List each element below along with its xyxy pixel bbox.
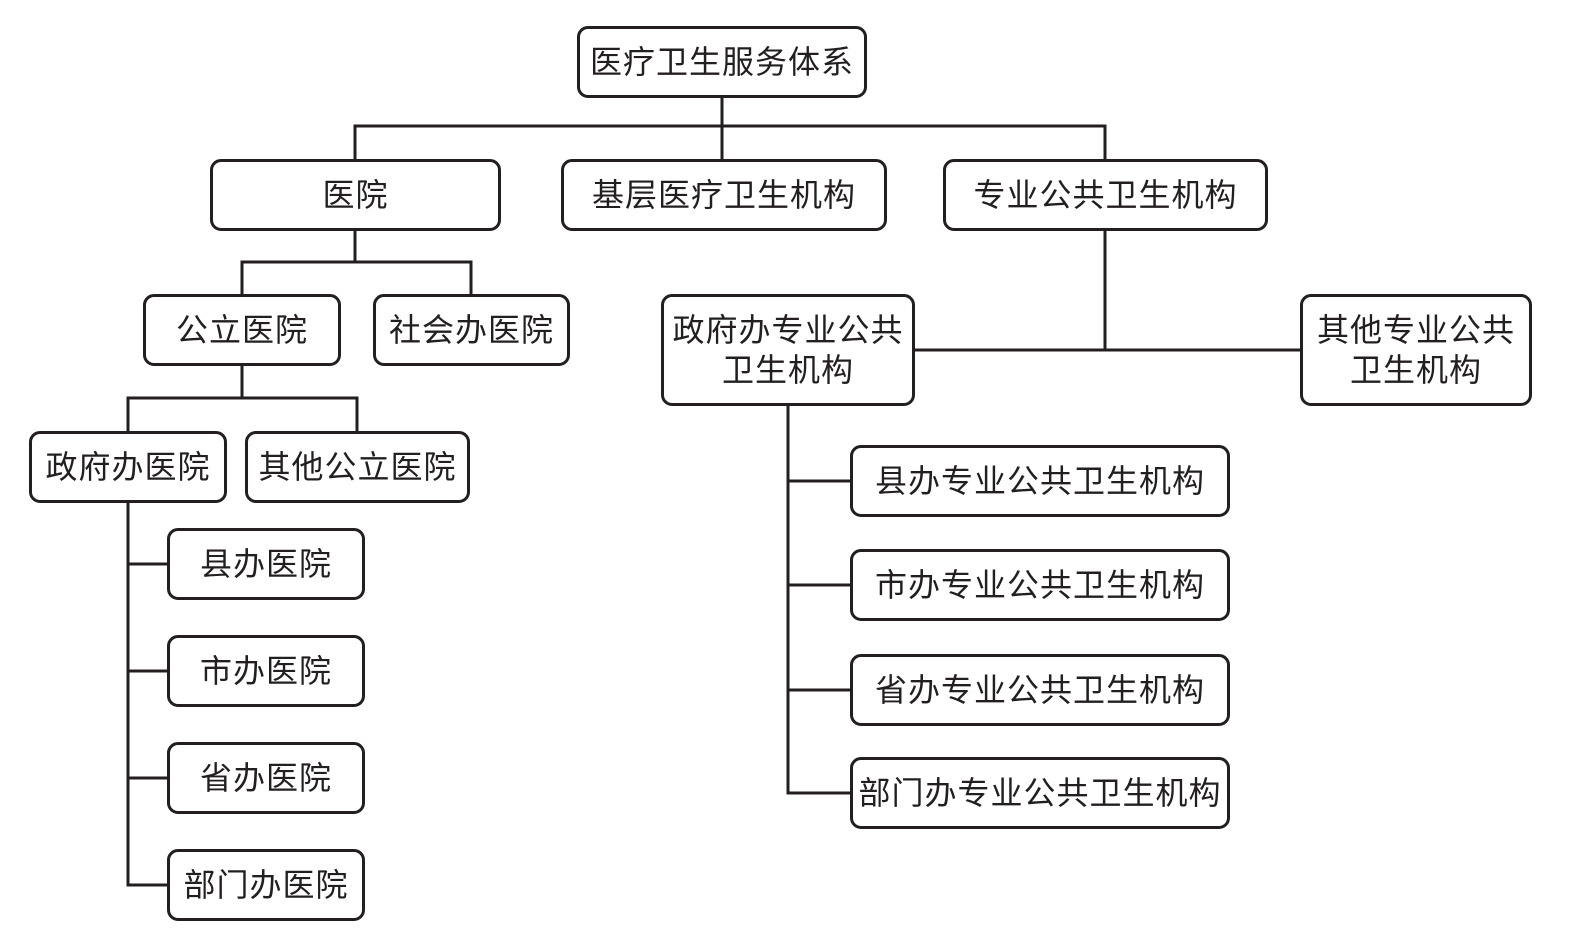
node-primary-healthcare-institutions: 基层医疗卫生机构: [561, 159, 887, 231]
node-other-public-hospital: 其他公立医院: [245, 431, 470, 503]
node-city-public-health-institutions: 市办专业公共卫生机构: [850, 549, 1230, 621]
node-public-hospital: 公立医院: [143, 294, 341, 366]
node-department-hospital: 部门办医院: [167, 849, 365, 921]
node-other-public-health-institutions: 其他专业公共 卫生机构: [1300, 294, 1532, 406]
node-city-hospital: 市办医院: [167, 635, 365, 707]
node-province-public-health-institutions: 省办专业公共卫生机构: [850, 654, 1230, 726]
node-province-hospital: 省办医院: [167, 742, 365, 814]
node-hospital: 医院: [210, 159, 501, 231]
node-government-hospital: 政府办医院: [29, 431, 227, 503]
node-healthcare-service-system: 医疗卫生服务体系: [577, 26, 867, 98]
node-county-public-health-institutions: 县办专业公共卫生机构: [850, 445, 1230, 517]
node-department-public-health-institutions: 部门办专业公共卫生机构: [850, 757, 1230, 829]
node-public-health-institutions: 专业公共卫生机构: [943, 159, 1268, 231]
node-social-hospital: 社会办医院: [373, 294, 570, 366]
node-government-public-health-institutions: 政府办专业公共 卫生机构: [661, 294, 915, 406]
node-county-hospital: 县办医院: [167, 528, 365, 600]
